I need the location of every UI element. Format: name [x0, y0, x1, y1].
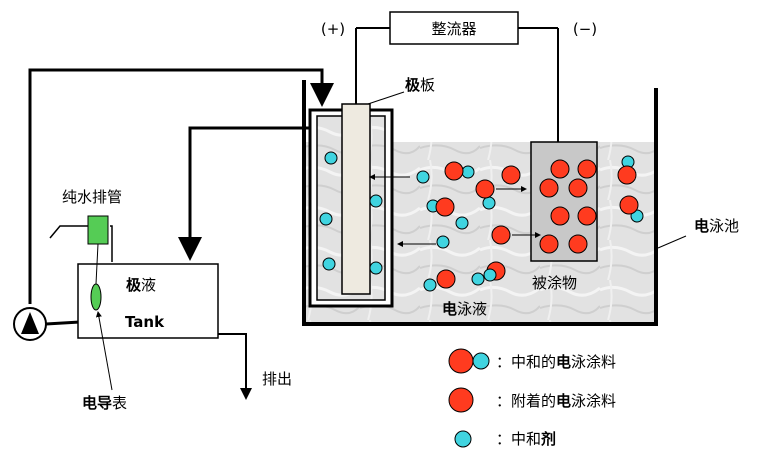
- neutralizer-ion: [369, 261, 383, 275]
- neutralizer-ion: [461, 165, 475, 179]
- paint-particle: [550, 206, 570, 226]
- deposited-particles: [539, 159, 597, 254]
- pump-triangle-icon: [21, 312, 39, 334]
- neutralizer-ion: [319, 212, 333, 226]
- rectifier-wiring: 整流器 (+) (−): [321, 11, 597, 142]
- paint-particle: [619, 195, 639, 215]
- ed-tank-wall: [302, 80, 658, 326]
- pure-water-inlet: [110, 225, 113, 262]
- neutralizer-ion: [324, 151, 338, 165]
- pure-water-pipe: [49, 225, 90, 239]
- electrode-plate-label: 极板: [405, 76, 435, 94]
- paint-particle: [539, 234, 559, 254]
- supply-pipe: [28, 68, 334, 304]
- positive-terminal-label: (+): [321, 20, 345, 38]
- anolyte-piping: [28, 68, 334, 400]
- anode-cell-ions: [319, 151, 383, 275]
- drain-pipe: [218, 333, 252, 400]
- rectifier-box: [389, 11, 519, 45]
- return-pipe: [178, 126, 310, 261]
- paint-particle: [577, 206, 597, 226]
- paint-particle: [475, 179, 495, 199]
- neutralizer-ion: [369, 194, 383, 208]
- electrode-plate: [341, 103, 371, 295]
- paint-particle: [436, 269, 456, 289]
- pure-water-pipe-label: 纯水排管: [62, 188, 122, 206]
- liquid-particles: [416, 155, 644, 292]
- migration-arrows: [369, 174, 541, 247]
- paint-particle: [550, 159, 570, 179]
- anolyte-tank-box: [77, 263, 219, 339]
- legend-paint-particle: [448, 348, 474, 374]
- legend-label-deposited-paint: ：附着的电泳涂料: [496, 392, 616, 410]
- conductivity-probe: [90, 283, 102, 311]
- neutralizer-ion: [482, 196, 496, 210]
- paint-particle: [501, 165, 521, 185]
- neutralizer-ion: [436, 235, 450, 249]
- negative-terminal-label: (−): [573, 20, 597, 38]
- neutralizer-ion: [416, 170, 430, 184]
- paint-particle: [539, 178, 559, 198]
- drain-label: 排出: [262, 370, 292, 388]
- neutralizer-ion: [471, 272, 485, 286]
- paint-particle: [568, 234, 588, 254]
- paint-particle: [577, 159, 597, 179]
- ed-liquid-label: 电泳液: [442, 300, 487, 318]
- legend: ：中和的电泳涂料 ：附着的电泳涂料 ：中和剂: [448, 348, 616, 448]
- sensor-box: [87, 215, 109, 245]
- legend-neutralizer-ion: [472, 352, 490, 370]
- neutralizer-ion: [455, 216, 469, 230]
- sensor-cable: [95, 243, 99, 285]
- neutralizer-ion: [483, 268, 497, 282]
- pump: [13, 307, 47, 341]
- paint-particle: [435, 197, 455, 217]
- legend-label-neutralizer: ：中和剂: [496, 430, 556, 448]
- conductivity-meter-label: 电导表: [82, 394, 127, 412]
- neutralizer-ion: [423, 278, 437, 292]
- legend-neutralizer: [454, 430, 472, 448]
- pump-to-tank-pipe: [45, 320, 81, 326]
- workpiece-label: 被涂物: [532, 274, 577, 292]
- conductivity-leader: [95, 311, 113, 391]
- ed-tank-label: 电泳池: [694, 217, 739, 235]
- neutralizer-ion: [322, 257, 336, 271]
- anolyte-tank: 极液 Tank: [77, 263, 219, 339]
- paint-particle: [568, 178, 588, 198]
- paint-particle: [491, 225, 511, 245]
- paint-particle: [617, 165, 637, 185]
- legend-deposited-particle: [448, 387, 474, 413]
- plate-label-leader: [367, 91, 405, 105]
- tank-label: Tank: [125, 313, 165, 331]
- ed-tank-leader: [657, 235, 687, 249]
- rectifier-label: 整流器: [431, 20, 476, 38]
- anolyte-label: 极液: [126, 276, 156, 294]
- legend-label-neutralized-paint: ：中和的电泳涂料: [496, 353, 616, 371]
- paint-particle: [444, 161, 464, 181]
